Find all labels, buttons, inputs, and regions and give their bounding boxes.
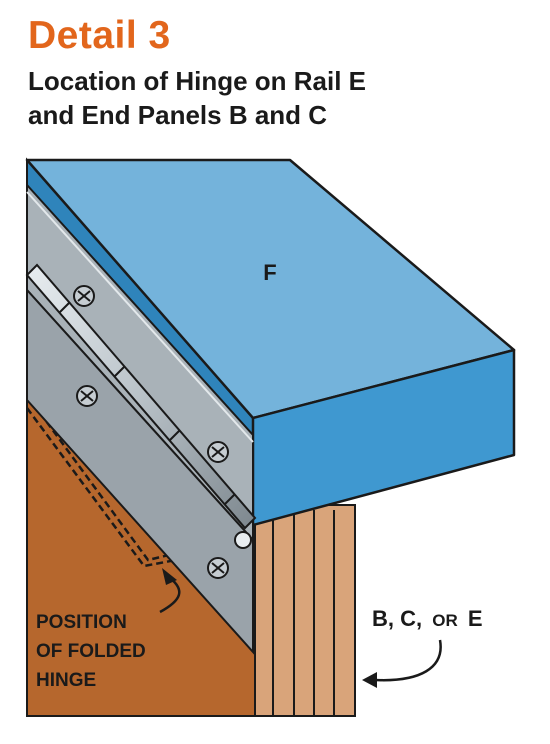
hinge-callout-arrowhead [162,568,177,585]
screw-icon [207,441,229,463]
hinge-leaf-lower [26,287,254,655]
hinge-pin-end [234,531,252,549]
hinge-label-line-1: POSITION [36,612,127,633]
screw-icon [76,385,98,407]
screw-icon [73,285,95,307]
boards-label: B, C, OR E [372,606,483,631]
vertical-boards [254,504,356,717]
screw-icon [207,557,229,579]
subtitle-line-2: and End Panels B and C [28,100,328,130]
boards-callout-arrowhead [362,672,377,688]
detail-subtitle: Location of Hinge on Rail E and End Pane… [28,64,366,132]
subtitle-line-1: Location of Hinge on Rail E [28,66,366,96]
boards-label-main: B, C, [372,606,422,631]
part-f-label: F [263,260,276,285]
detail-title: Detail 3 [28,14,171,57]
svg-text:B, C, OR E: B, C, OR E [372,606,483,631]
hinge-screws [73,285,229,579]
folded-hinge-label: POSITION OF FOLDED HINGE [36,612,146,691]
hinge-knuckles [25,263,257,549]
boards-label-e: E [468,606,483,631]
hinge-label-line-3: HINGE [36,670,96,691]
boards-callout-arrow [374,639,442,682]
boards-label-or: OR [432,611,458,630]
hinge-label-line-2: OF FOLDED [36,641,146,662]
